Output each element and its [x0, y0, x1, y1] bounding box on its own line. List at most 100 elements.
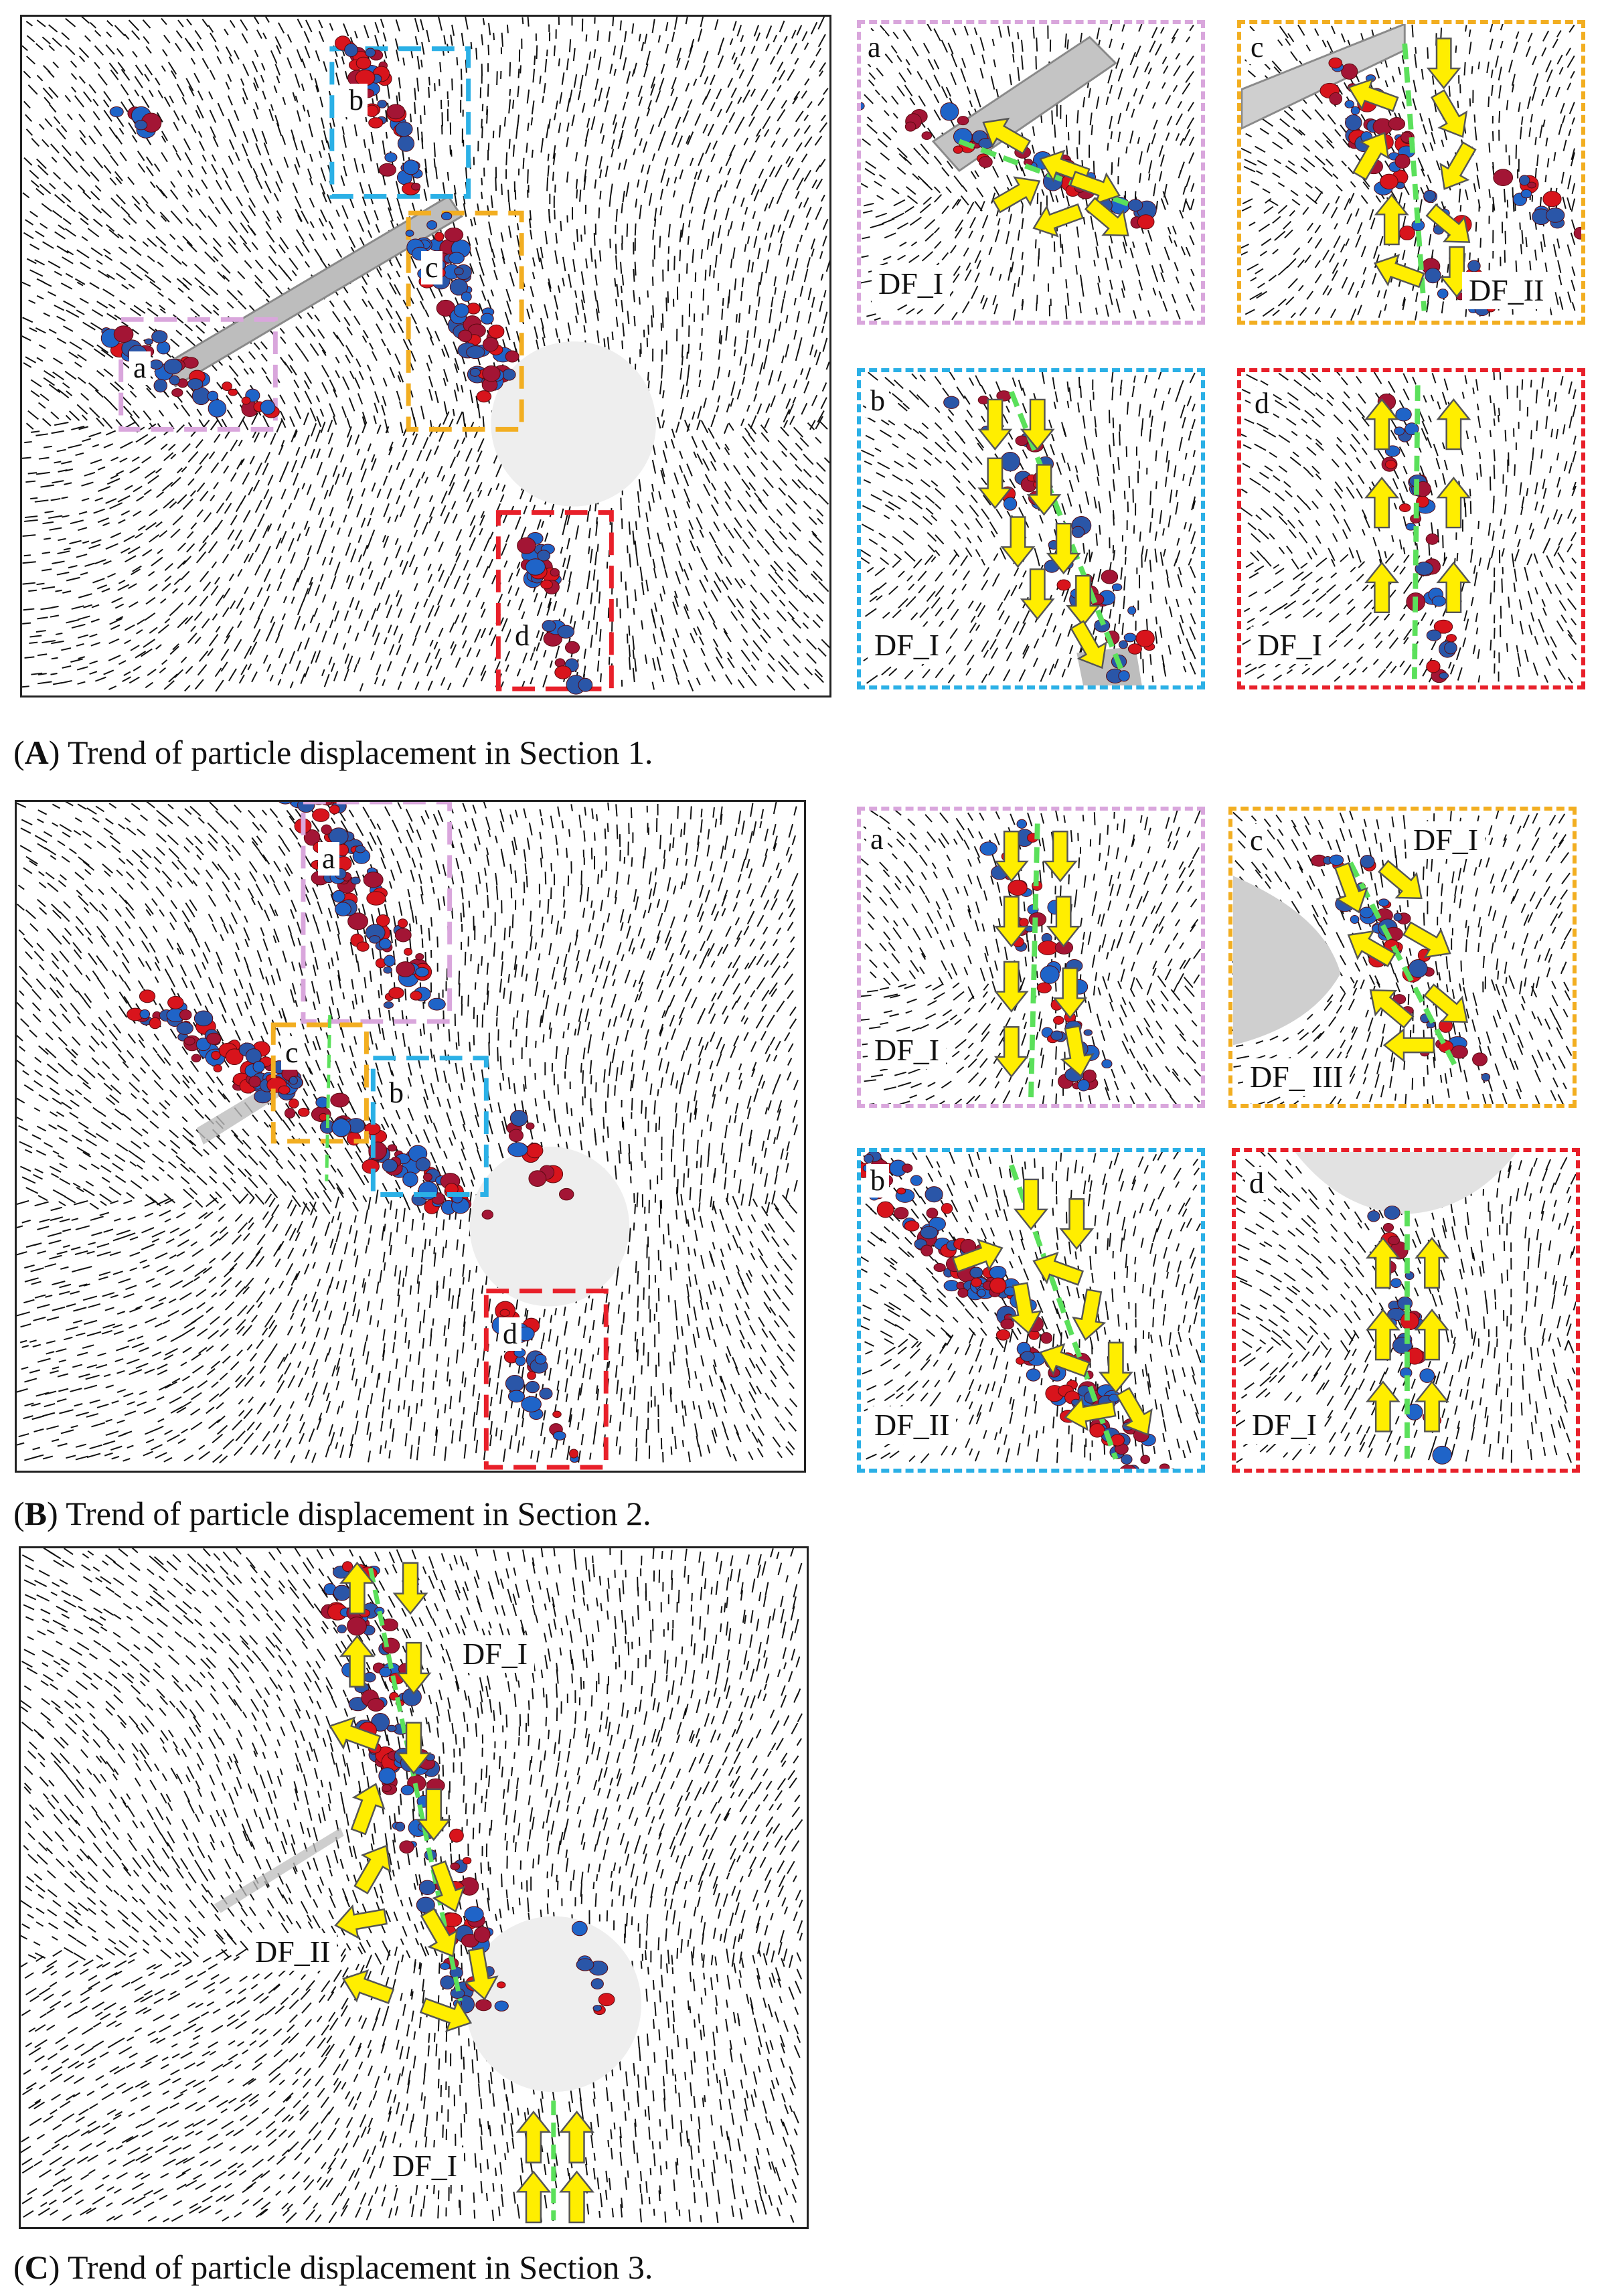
- flow-stroke: [825, 260, 829, 272]
- flow-stroke: [239, 235, 248, 245]
- flow-stroke: [475, 247, 481, 261]
- flow-stroke: [321, 556, 327, 566]
- flow-stroke: [66, 204, 76, 212]
- flow-stroke: [673, 17, 678, 30]
- flow-stroke: [620, 285, 623, 293]
- flow-stroke: [227, 74, 232, 82]
- flow-stroke: [137, 525, 146, 531]
- flow-stroke: [78, 76, 86, 84]
- flow-stroke: [51, 157, 58, 163]
- flow-stroke: [414, 35, 418, 46]
- flow-stroke: [320, 209, 327, 223]
- flow-stroke: [583, 175, 586, 190]
- flow-stroke: [736, 598, 744, 609]
- flow-stroke: [637, 85, 643, 98]
- flow-stroke: [306, 484, 312, 495]
- flow-stroke: [748, 116, 755, 127]
- flow-stroke: [302, 104, 306, 112]
- flow-stroke: [542, 337, 546, 347]
- flow-stroke: [189, 490, 196, 497]
- flow-stroke: [768, 378, 772, 386]
- flow-stroke: [350, 548, 357, 563]
- flow-stroke: [170, 338, 180, 347]
- flow-stroke: [686, 376, 689, 386]
- flow-stroke: [43, 377, 56, 386]
- flow-stroke: [684, 488, 691, 503]
- flow-stroke: [84, 35, 91, 42]
- flow-stroke: [330, 576, 337, 590]
- particle: [1520, 189, 1532, 199]
- flow-stroke: [94, 29, 102, 37]
- flow-stroke: [491, 258, 496, 268]
- flow-stroke: [110, 197, 121, 208]
- flow-stroke: [590, 635, 593, 648]
- flow-stroke: [153, 163, 161, 172]
- flow-stroke: [795, 348, 800, 361]
- flow-stroke: [363, 139, 366, 149]
- flow-stroke: [253, 342, 260, 350]
- flow-stroke: [131, 568, 141, 576]
- flow-stroke: [248, 528, 257, 543]
- flow-stroke: [721, 579, 729, 590]
- flow-stroke: [807, 287, 812, 301]
- flow-stroke: [275, 181, 282, 193]
- flow-stroke: [221, 264, 231, 274]
- flow-stroke: [710, 504, 719, 517]
- flow-stroke: [89, 671, 98, 675]
- flow-stroke: [257, 608, 264, 620]
- flow-stroke: [815, 560, 823, 568]
- flow-stroke: [623, 31, 627, 43]
- flow-stroke: [310, 423, 317, 437]
- flow-stroke: [750, 570, 756, 577]
- flow-stroke: [345, 70, 348, 80]
- flow-stroke: [740, 35, 744, 43]
- df-label: DF_II: [1462, 272, 1551, 309]
- flow-stroke: [398, 633, 404, 643]
- flow-stroke: [385, 594, 390, 605]
- flow-stroke: [80, 137, 87, 145]
- flow-stroke: [376, 311, 384, 321]
- flow-stroke: [716, 88, 722, 100]
- flow-stroke: [210, 495, 216, 501]
- flow-stroke: [66, 619, 80, 624]
- flow-stroke: [797, 479, 808, 491]
- flow-stroke: [621, 203, 623, 214]
- flow-stroke: [469, 525, 476, 538]
- flow-stroke: [68, 564, 78, 569]
- flow-stroke: [732, 247, 736, 259]
- flow-stroke: [262, 289, 270, 298]
- flow-stroke: [80, 165, 91, 177]
- flow-stroke: [37, 617, 48, 620]
- flow-stroke: [248, 205, 256, 217]
- flow-stroke: [78, 634, 89, 639]
- flow-stroke: [494, 661, 501, 673]
- flow-stroke: [193, 263, 206, 274]
- particle: [458, 329, 473, 343]
- flow-stroke: [793, 651, 799, 658]
- flow-stroke: [343, 668, 349, 681]
- flow-stroke: [225, 46, 232, 57]
- flow-stroke: [719, 37, 725, 50]
- flow-stroke: [228, 668, 237, 681]
- flow-stroke: [727, 529, 734, 539]
- flow-stroke: [724, 180, 728, 188]
- flow-stroke: [645, 579, 649, 592]
- flow-stroke: [78, 426, 89, 430]
- flow-stroke: [170, 181, 176, 188]
- flow-stroke: [335, 356, 340, 363]
- flow-stroke: [25, 356, 37, 363]
- flow-stroke: [753, 236, 758, 248]
- flow-stroke: [22, 561, 36, 564]
- flow-stroke: [145, 681, 153, 689]
- flow-stroke: [88, 135, 96, 145]
- particle: [187, 378, 204, 390]
- flow-stroke: [423, 546, 428, 556]
- flow-stroke: [368, 148, 372, 162]
- flow-stroke: [769, 309, 773, 323]
- flow-stroke: [92, 110, 100, 120]
- flow-stroke: [252, 479, 260, 492]
- particle: [222, 381, 232, 392]
- flow-stroke: [230, 472, 237, 482]
- flow-stroke: [627, 545, 629, 554]
- flow-stroke: [199, 570, 210, 582]
